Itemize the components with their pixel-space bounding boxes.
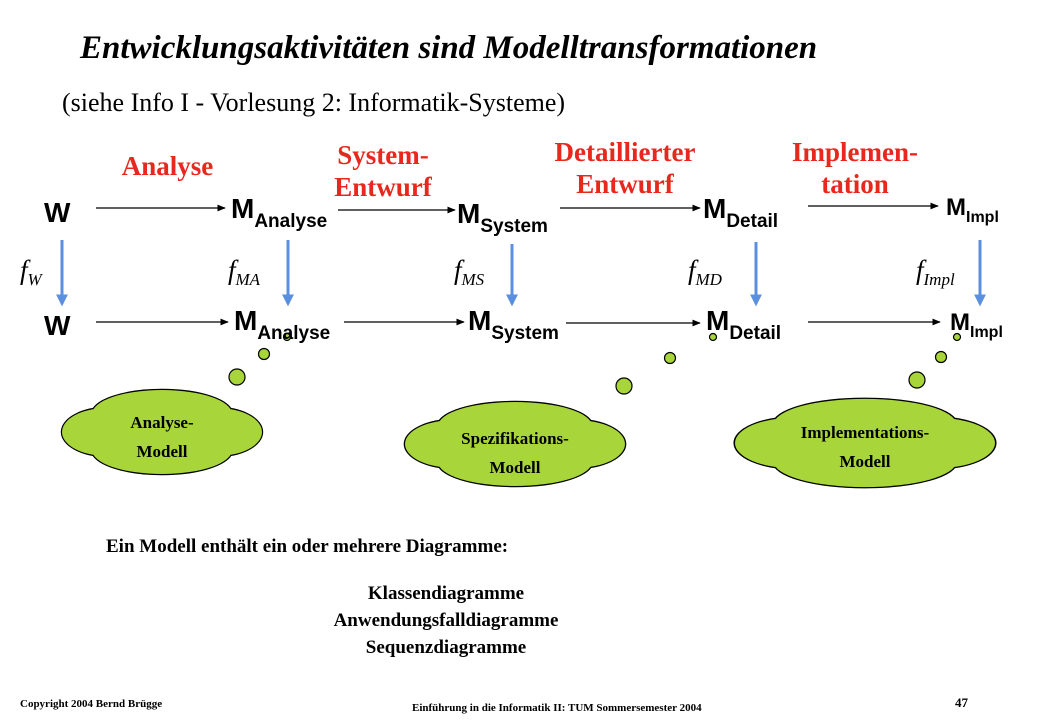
cloud-analyse-line-2: Modell — [136, 442, 188, 461]
activity-detailentwurf-line-2: Entwurf — [576, 169, 674, 199]
activity-systementwurf: System- Entwurf — [318, 139, 448, 203]
mapping-label-f-w: fW — [20, 255, 42, 289]
cloud-analyse-line-1: Analyse- — [130, 413, 194, 432]
node-m-detail-bottom: MDetail — [706, 305, 781, 344]
page-number: 47 — [955, 695, 968, 710]
node-m-impl-top: MImpl — [946, 194, 999, 226]
cloud-spezifikation-line-1: Spezifikations- — [461, 429, 569, 448]
node-m-impl-bottom-main: M — [950, 309, 970, 336]
page-title: Entwicklungsaktivitäten sind Modelltrans… — [80, 30, 818, 66]
node-m-detail-top-sub: Detail — [726, 211, 779, 232]
bubble-analyse-medium — [257, 347, 271, 361]
mapping-label-f-ms-main: f — [454, 255, 462, 285]
node-m-system-top-sub: System — [480, 216, 548, 237]
bubble-impl-large — [908, 371, 926, 389]
node-m-detail-bottom-main: M — [706, 305, 730, 336]
cloud-implementation-label: Implementations- Modell — [760, 418, 970, 476]
node-m-impl-bottom-sub: Impl — [970, 324, 1003, 341]
footer-course: Einführung in die Informatik II: TUM Som… — [412, 702, 702, 714]
node-m-analyse-bottom: MAnalyse — [234, 305, 330, 344]
node-m-system-bottom-sub: System — [491, 323, 559, 344]
mapping-label-f-w-main: f — [20, 255, 28, 285]
diagram-type-klassen: Klassendiagramme — [367, 583, 525, 604]
node-m-detail-top: MDetail — [703, 193, 778, 232]
cloud-spezifikation-line-2: Modell — [489, 458, 541, 477]
cloud-implementation-line-2: Modell — [839, 452, 891, 471]
node-m-analyse-top-main: M — [231, 193, 255, 224]
mapping-label-f-ms: fMS — [454, 255, 485, 289]
node-m-impl-top-main: M — [946, 194, 966, 221]
mapping-label-f-ms-sub: MS — [461, 270, 485, 289]
node-m-analyse-bottom-main: M — [234, 305, 258, 336]
mapping-label-f-ma-sub: MA — [235, 270, 261, 289]
node-w-top: W — [44, 197, 71, 228]
bubble-spec-medium — [663, 351, 677, 365]
bubble-spec-large — [615, 377, 633, 395]
diagram-type-sequenz: Sequenzdiagramme — [365, 637, 527, 658]
mapping-label-f-md-main: f — [688, 255, 696, 285]
bubble-analyse-large — [228, 368, 246, 386]
node-m-detail-top-main: M — [703, 193, 727, 224]
diagram-types-list: Klassendiagramme Anwendungsfalldiagramme… — [0, 580, 892, 661]
cloud-implementation-line-1: Implementations- — [800, 423, 930, 442]
mapping-label-f-md-sub: MD — [695, 270, 722, 289]
node-m-analyse-top: MAnalyse — [231, 193, 327, 232]
activity-analyse: Analyse — [105, 150, 230, 182]
node-m-system-top: MSystem — [457, 198, 548, 237]
mapping-label-f-ma-main: f — [228, 255, 236, 285]
mapping-label-f-impl-main: f — [916, 255, 924, 285]
footer-copyright: Copyright 2004 Bernd Brügge — [20, 698, 163, 710]
mapping-label-f-impl: fImpl — [916, 255, 955, 289]
bubble-impl-small — [952, 332, 962, 342]
bubble-impl-medium — [934, 350, 948, 364]
page-subtitle: (siehe Info I - Vorlesung 2: Informatik-… — [62, 88, 566, 117]
activity-detailentwurf: Detaillierter Entwurf — [530, 136, 720, 200]
cloud-spezifikation-label: Spezifikations- Modell — [425, 424, 605, 482]
mapping-label-f-ma: fMA — [228, 255, 261, 289]
node-m-detail-bottom-sub: Detail — [729, 323, 782, 344]
activity-detailentwurf-line-1: Detaillierter — [554, 137, 696, 167]
node-m-impl-top-sub: Impl — [966, 209, 999, 226]
activity-implementation: Implemen- tation — [770, 136, 940, 200]
activity-implementation-line-1: Implemen- — [792, 137, 918, 167]
node-m-system-top-main: M — [457, 198, 481, 229]
bubble-analyse-small — [282, 332, 292, 342]
activity-systementwurf-line-1: System- — [337, 140, 429, 170]
diagram-type-anwendungsfall: Anwendungsfalldiagramme — [333, 610, 559, 631]
mapping-label-f-md: fMD — [688, 255, 722, 289]
cloud-analyse-label: Analyse- Modell — [102, 408, 222, 466]
node-m-system-bottom: MSystem — [468, 305, 559, 344]
bubble-spec-small — [708, 332, 718, 342]
node-m-analyse-top-sub: Analyse — [254, 211, 328, 232]
activity-analyse-line: Analyse — [121, 151, 214, 181]
mapping-label-f-impl-sub: Impl — [923, 270, 955, 289]
node-m-impl-bottom: MImpl — [950, 309, 1003, 341]
node-m-system-bottom-main: M — [468, 305, 492, 336]
mapping-label-f-w-sub: W — [27, 270, 42, 289]
node-m-analyse-bottom-sub: Analyse — [257, 323, 331, 344]
activity-systementwurf-line-2: Entwurf — [334, 172, 432, 202]
activity-implementation-line-2: tation — [821, 169, 889, 199]
model-text: Ein Modell enthält ein oder mehrere Diag… — [106, 536, 509, 557]
node-w-bottom: W — [44, 310, 71, 341]
